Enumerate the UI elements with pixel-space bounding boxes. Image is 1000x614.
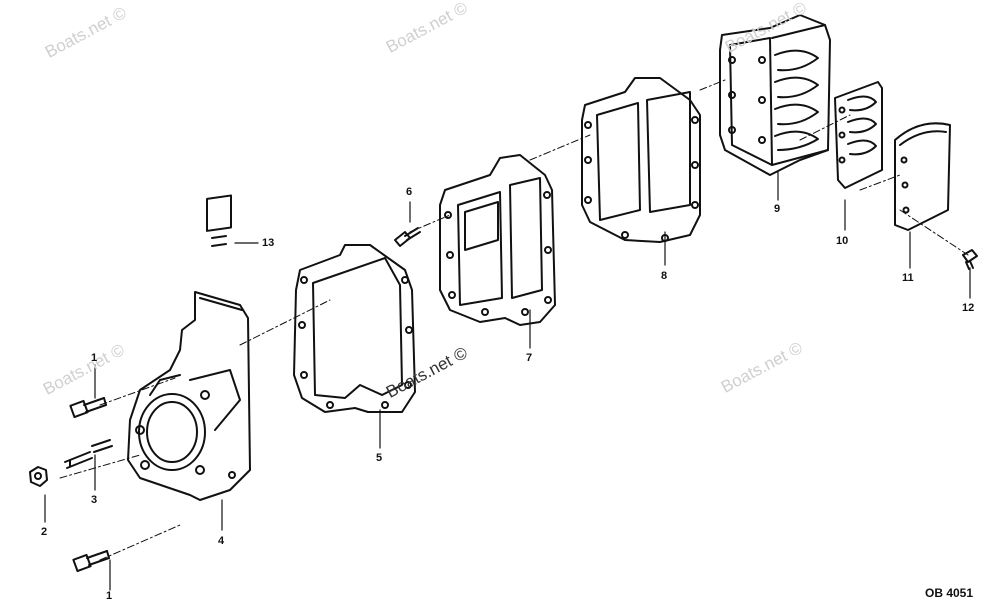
callout-8: 8 <box>661 270 668 282</box>
callout-6: 6 <box>406 186 413 198</box>
nut-2 <box>29 466 48 487</box>
callout-9: 9 <box>774 203 781 215</box>
reed-petals-10 <box>834 81 883 189</box>
stud-3 <box>64 439 113 469</box>
gasket-5 <box>293 244 416 413</box>
callout-4: 4 <box>218 535 225 547</box>
callout-7: 7 <box>526 352 533 364</box>
reed-plate-7 <box>439 154 556 326</box>
callout-13: 13 <box>262 237 275 249</box>
screw-6 <box>394 227 421 247</box>
leader-lines <box>44 171 971 591</box>
callout-11: 11 <box>902 272 914 284</box>
reed-stop-11 <box>894 122 951 231</box>
adapter-housing-4 <box>127 291 251 501</box>
gasket-8 <box>581 77 701 243</box>
alignment-lines <box>59 79 969 561</box>
reed-cage-9 <box>719 14 831 176</box>
callout-2: 2 <box>41 526 48 538</box>
callout-3: 3 <box>91 494 98 506</box>
bolt-1-bottom <box>72 550 110 573</box>
callout-12: 12 <box>962 302 975 314</box>
screw-12 <box>962 249 978 270</box>
callout-5: 5 <box>376 452 383 464</box>
callout-1-top: 1 <box>91 352 98 364</box>
decal-13 <box>206 194 232 247</box>
bolt-1-top <box>69 397 107 419</box>
callout-1-bottom: 1 <box>106 590 113 602</box>
drawing-code: OB 4051 <box>925 586 974 600</box>
callout-10: 10 <box>836 235 849 247</box>
